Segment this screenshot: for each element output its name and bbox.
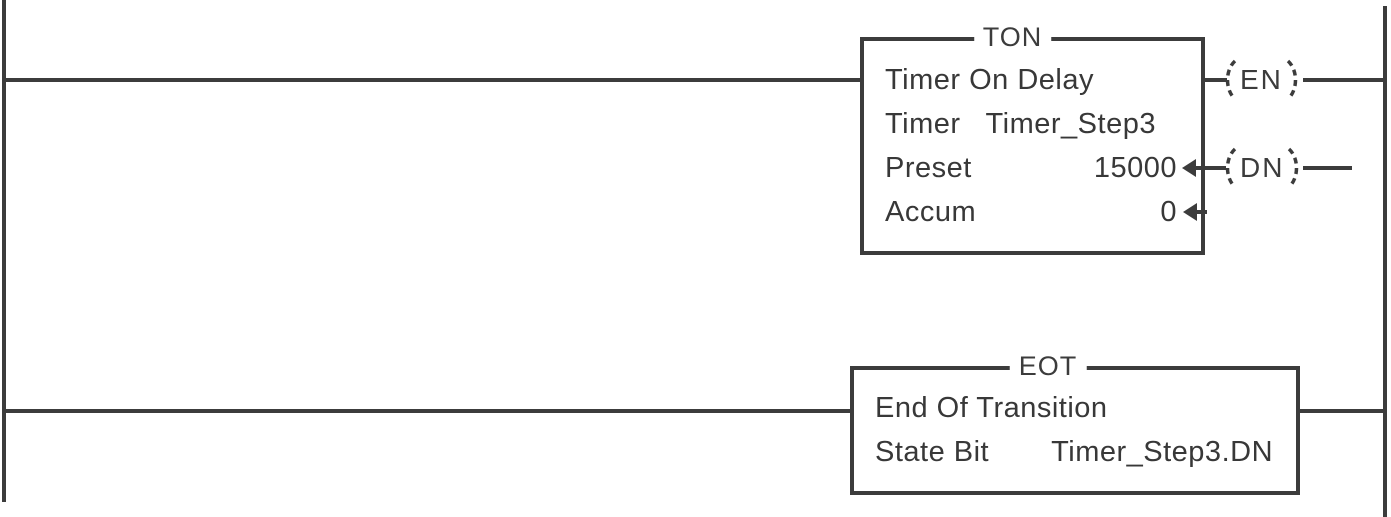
en-coil[interactable]: EN — [1222, 58, 1301, 102]
coil-paren-left-icon — [1225, 59, 1237, 101]
ton-mnemonic: TON — [973, 22, 1052, 52]
rung1-wire-left — [2, 78, 860, 82]
ton-instruction-block[interactable]: TON Timer On Delay Timer Timer_Step3 Pre… — [860, 22, 1205, 255]
ton-timer-label: Timer — [885, 107, 961, 140]
dn-coil-label: DN — [1240, 152, 1285, 183]
ton-preset-value[interactable]: 15000 — [1093, 151, 1177, 184]
rung1-wire-en-to-rail — [1303, 78, 1387, 82]
eot-state-bit-operand[interactable]: Timer_Step3.DN — [1051, 435, 1274, 468]
en-coil-label: EN — [1240, 64, 1283, 95]
coil-paren-right-icon — [1286, 59, 1298, 101]
accum-value-arrow-icon — [1183, 203, 1207, 221]
dn-branch-wire — [1303, 166, 1352, 170]
dn-coil[interactable]: DN — [1222, 146, 1302, 190]
left-power-rail — [2, 0, 6, 502]
coil-paren-left-icon — [1225, 147, 1237, 189]
ton-accum-label: Accum — [885, 195, 977, 228]
eot-state-bit-label: State Bit — [875, 435, 990, 468]
rung2-wire-right — [1300, 409, 1387, 413]
right-power-rail — [1383, 6, 1387, 517]
ton-preset-label: Preset — [885, 151, 972, 184]
eot-mnemonic: EOT — [1009, 351, 1087, 381]
eot-title: End Of Transition — [875, 391, 1108, 424]
ton-title: Timer On Delay — [885, 63, 1094, 96]
preset-value-arrow-icon — [1182, 159, 1226, 177]
ton-timer-operand[interactable]: Timer_Step3 — [985, 107, 1156, 140]
rung1-wire-to-en-coil — [1205, 78, 1227, 82]
eot-instruction-block[interactable]: EOT End Of Transition State Bit Timer_St… — [850, 351, 1300, 495]
ton-accum-value[interactable]: 0 — [1160, 195, 1177, 228]
rung2-wire-left — [2, 409, 850, 413]
coil-paren-right-icon — [1288, 147, 1299, 189]
